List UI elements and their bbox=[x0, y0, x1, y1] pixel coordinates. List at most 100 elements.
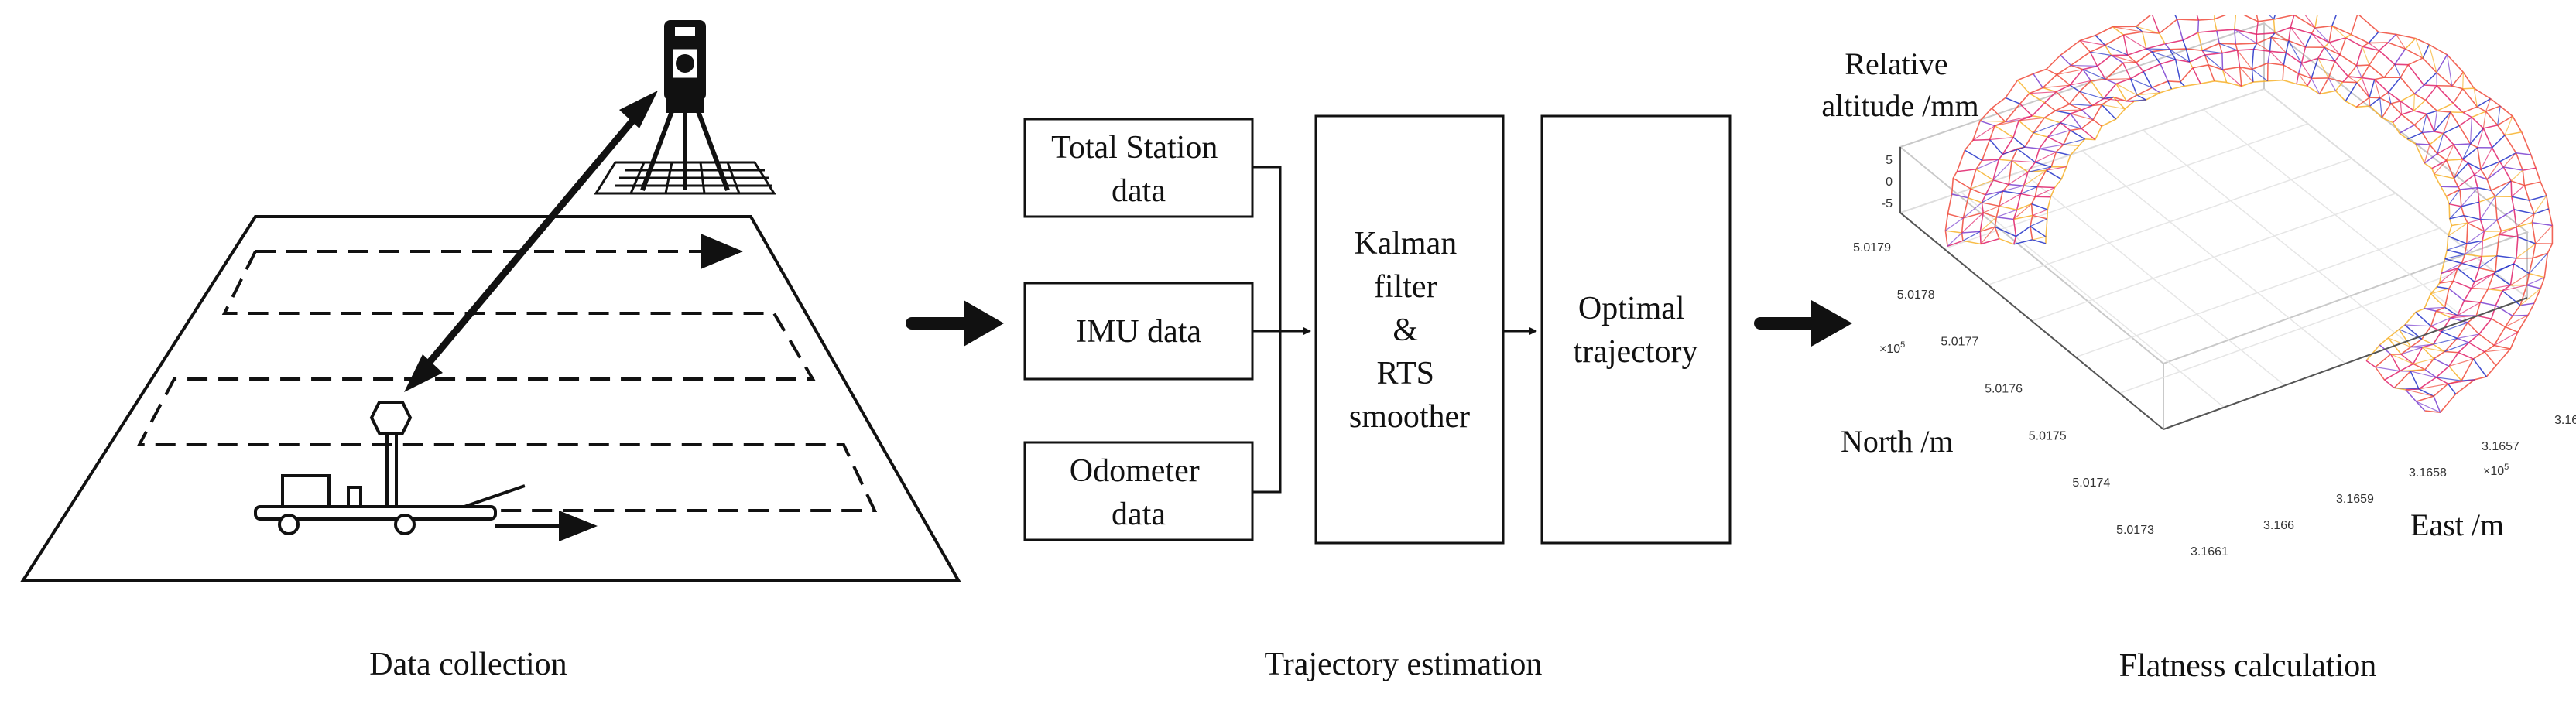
mesh-segment bbox=[1945, 218, 1963, 231]
mesh-segment bbox=[2463, 88, 2475, 89]
mesh-segment bbox=[2252, 50, 2254, 70]
mesh-segment bbox=[1965, 150, 1982, 160]
data-collection-panel bbox=[23, 22, 958, 580]
mesh-segment bbox=[2047, 170, 2062, 179]
mesh-segment bbox=[2413, 364, 2425, 369]
measurement-arrow bbox=[404, 91, 658, 392]
mesh-segment bbox=[2530, 274, 2545, 278]
mesh-segment bbox=[2370, 98, 2380, 107]
mesh-segment bbox=[2400, 65, 2408, 77]
mesh-segment bbox=[2045, 103, 2056, 111]
mesh-segment bbox=[2424, 73, 2437, 85]
mesh-segment bbox=[2048, 137, 2064, 145]
mesh-segment bbox=[2357, 66, 2362, 78]
surface-mesh bbox=[1945, 1, 2552, 413]
mesh-segment bbox=[2494, 264, 2514, 274]
flow-arrow-2 bbox=[1760, 300, 1852, 347]
mesh-segment bbox=[2375, 77, 2384, 79]
mesh-segment bbox=[1957, 169, 1976, 172]
path-arrow-bottom bbox=[559, 511, 598, 541]
mesh-segment bbox=[2056, 152, 2070, 155]
mesh-segment bbox=[2369, 80, 2375, 98]
mesh-segment bbox=[2414, 101, 2426, 111]
y-tick-label: 5.0177 bbox=[1941, 336, 1978, 349]
mesh-segment bbox=[2414, 94, 2415, 111]
mesh-segment bbox=[2340, 38, 2346, 55]
mesh-segment bbox=[2252, 70, 2268, 81]
mesh-segment bbox=[2395, 49, 2406, 64]
mesh-segment bbox=[2240, 67, 2242, 87]
mesh-segment bbox=[2193, 68, 2201, 84]
mesh-segment bbox=[2400, 101, 2401, 114]
mesh-segment bbox=[2473, 359, 2486, 377]
mesh-segment bbox=[2449, 366, 2461, 381]
mesh-segment bbox=[2416, 313, 2431, 326]
mesh-segment bbox=[2512, 186, 2525, 197]
y-tick-label: 5.0174 bbox=[2072, 476, 2110, 490]
mesh-segment bbox=[2434, 359, 2449, 367]
mesh-segment bbox=[1990, 138, 2014, 140]
mesh-segment bbox=[2437, 287, 2449, 289]
mesh-segment bbox=[2510, 274, 2529, 285]
mesh-segment bbox=[2208, 65, 2215, 81]
y-exponent: ×105 bbox=[1879, 340, 1905, 356]
mesh-segment bbox=[2481, 148, 2492, 169]
mesh-segment bbox=[2020, 104, 2033, 116]
x-exponent: ×105 bbox=[2483, 463, 2509, 478]
mesh-segment bbox=[2146, 49, 2170, 50]
mesh-segment bbox=[2017, 204, 2032, 210]
mesh-segment bbox=[2491, 181, 2511, 190]
mesh-segment bbox=[2254, 43, 2257, 50]
caption-flatness-calculation: Flatness calculation bbox=[2119, 648, 2376, 684]
mesh-segment bbox=[2448, 384, 2456, 394]
mesh-segment bbox=[2427, 111, 2437, 114]
mesh-segment bbox=[2033, 133, 2048, 137]
mesh-segment bbox=[2419, 389, 2434, 396]
mesh-segment bbox=[2400, 94, 2414, 101]
x-axis-line bbox=[2163, 298, 2527, 429]
x-axis-label: East /m bbox=[2410, 507, 2504, 542]
mesh-segment bbox=[2503, 167, 2523, 170]
mesh-segment bbox=[2329, 43, 2340, 55]
mesh-segment bbox=[2376, 367, 2385, 381]
mesh-segment bbox=[2437, 104, 2453, 111]
mesh-segment bbox=[2071, 66, 2097, 67]
mesh-segment bbox=[2091, 80, 2103, 98]
mesh-segment bbox=[2407, 133, 2422, 139]
mesh-segment bbox=[2362, 43, 2369, 47]
mesh-segment bbox=[1971, 189, 1985, 195]
mesh-segment bbox=[2511, 170, 2523, 181]
z-tick-label: 0 bbox=[1886, 176, 1893, 189]
mesh-segment bbox=[2488, 289, 2502, 291]
mesh-segment bbox=[2215, 19, 2217, 31]
mesh-segment bbox=[2447, 159, 2463, 160]
mesh-segment bbox=[2362, 78, 2369, 98]
mesh-segment bbox=[2393, 114, 2401, 122]
mesh-segment bbox=[2526, 285, 2540, 289]
mesh-segment bbox=[2055, 111, 2071, 114]
mesh-segment bbox=[2019, 121, 2033, 133]
mesh-segment bbox=[2369, 97, 2370, 106]
mesh-segment bbox=[2196, 12, 2199, 20]
grid-line bbox=[2082, 151, 2345, 364]
mesh-segment bbox=[2492, 319, 2506, 327]
mesh-segment bbox=[2252, 70, 2253, 83]
mesh-segment bbox=[2357, 78, 2362, 83]
mesh-segment bbox=[2071, 131, 2085, 139]
mesh-segment bbox=[2315, 10, 2318, 28]
mesh-segment bbox=[2451, 112, 2463, 113]
floor-plane bbox=[23, 217, 958, 580]
mesh-segment bbox=[2416, 144, 2430, 145]
mesh-segment bbox=[2021, 194, 2036, 197]
mesh-segment bbox=[2290, 15, 2294, 27]
mesh-segment bbox=[2348, 66, 2357, 77]
mesh-segment bbox=[2479, 334, 2495, 346]
grid-line bbox=[2119, 263, 2483, 393]
mesh-segment bbox=[2499, 153, 2516, 162]
mesh-segment bbox=[2472, 111, 2485, 118]
y-tick-label: 5.0176 bbox=[1985, 383, 2023, 396]
mesh-segment bbox=[2202, 50, 2222, 53]
mesh-segment bbox=[2406, 39, 2416, 50]
mesh-segment bbox=[2012, 161, 2028, 172]
